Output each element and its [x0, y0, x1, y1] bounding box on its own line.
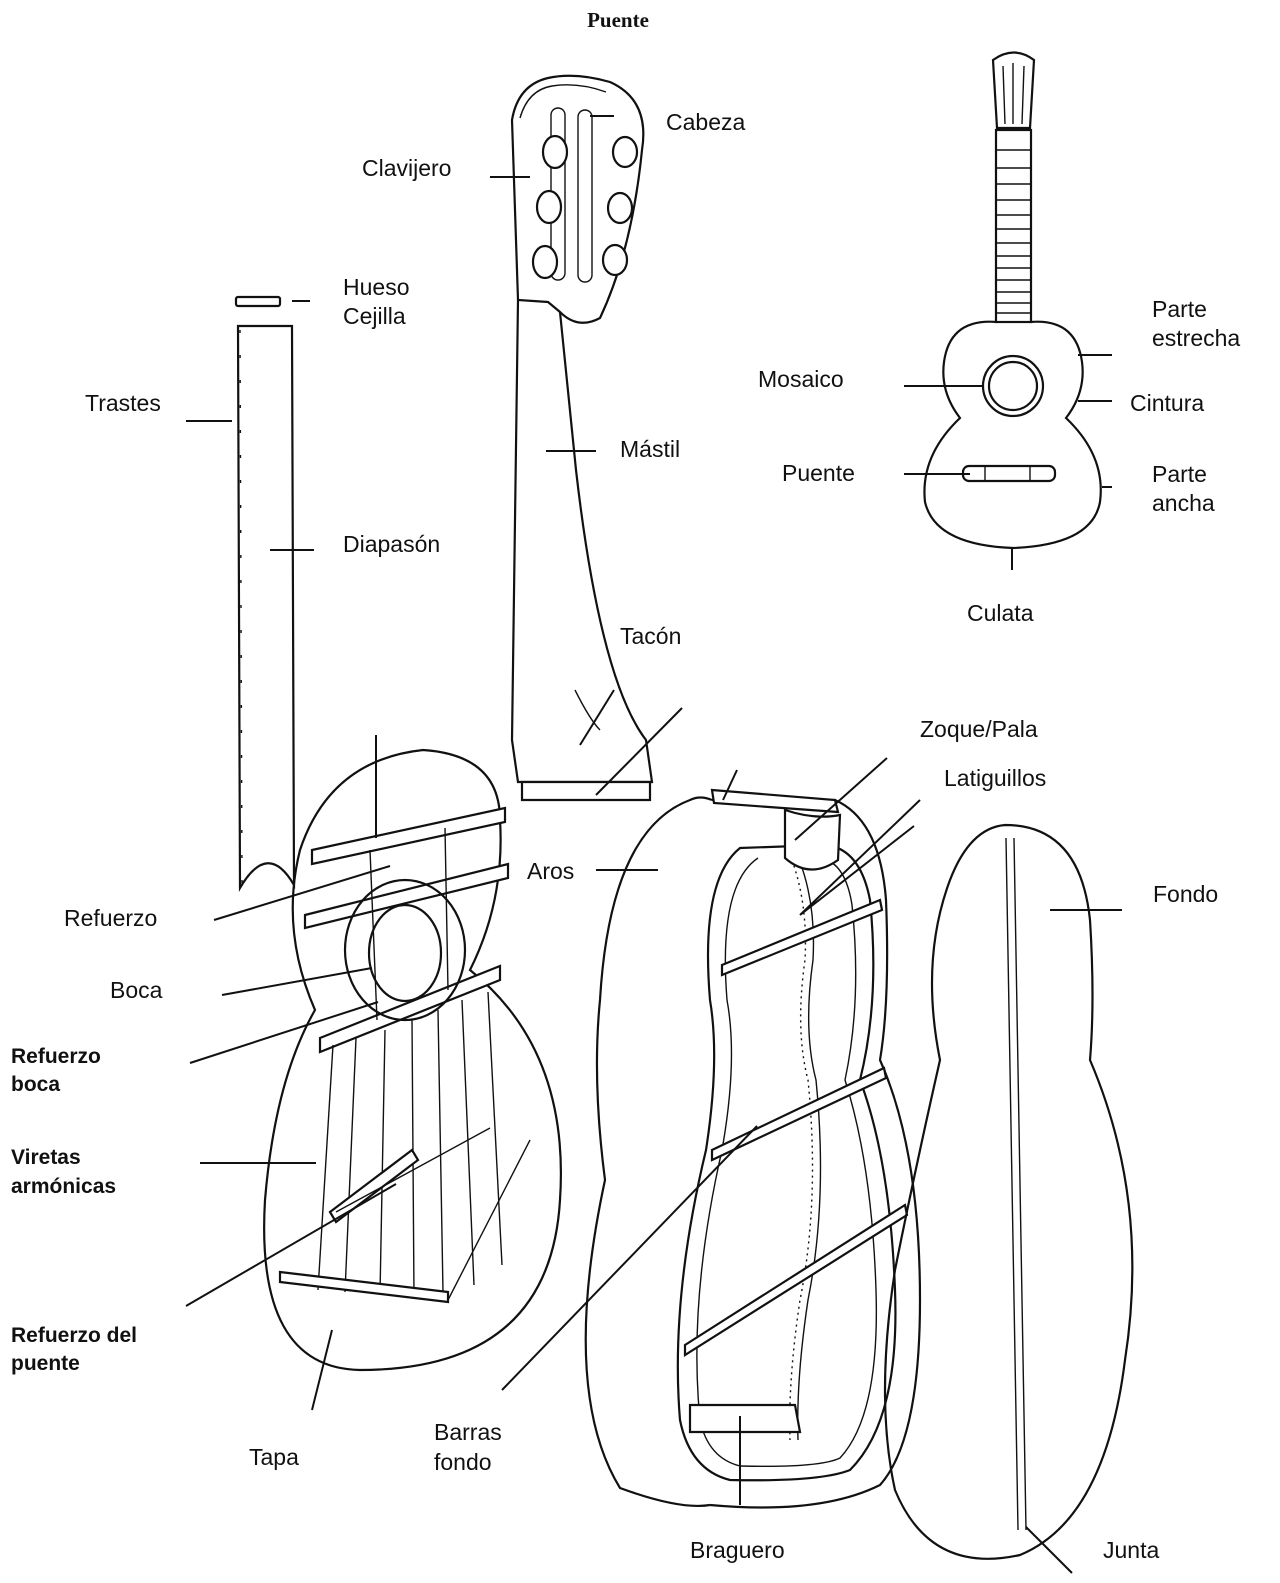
- label-parte-estrecha: Parte: [1152, 296, 1207, 322]
- label-parte-estrecha-2: estrecha: [1152, 325, 1240, 351]
- label-refuerzo: Refuerzo: [64, 905, 157, 931]
- label-braguero: Braguero: [690, 1537, 785, 1563]
- fingerboard-drawing: [236, 297, 294, 888]
- label-cabeza: Cabeza: [666, 109, 745, 135]
- label-parte-ancha: Parte: [1152, 461, 1207, 487]
- label-refuerzo-boca-2: boca: [11, 1073, 60, 1096]
- label-latiguillos: Latiguillos: [944, 765, 1046, 791]
- label-parte-ancha-2: ancha: [1152, 490, 1215, 516]
- top-drawing: [264, 750, 561, 1370]
- label-viretas: Viretas: [11, 1146, 81, 1169]
- label-aros: Aros: [527, 858, 574, 884]
- label-mosaico: Mosaico: [758, 366, 844, 392]
- label-barras-fondo: Barras: [434, 1419, 502, 1445]
- label-mastil: Mástil: [620, 436, 680, 462]
- label-culata: Culata: [967, 600, 1034, 626]
- label-junta: Junta: [1103, 1537, 1159, 1563]
- ribs-drawing: [586, 790, 920, 1508]
- label-refuerzo-boca: Refuerzo: [11, 1045, 101, 1068]
- label-clavijero: Clavijero: [362, 155, 451, 181]
- label-barras-fondo-2: fondo: [434, 1449, 492, 1475]
- back-drawing: [885, 825, 1132, 1559]
- page-title: Puente: [587, 8, 649, 32]
- label-zoque: Zoque/Pala: [920, 716, 1038, 742]
- label-cejilla: Cejilla: [343, 303, 406, 329]
- label-trastes: Trastes: [85, 390, 161, 416]
- leader-lines: [186, 116, 1122, 1573]
- label-tacon: Tacón: [620, 623, 681, 649]
- label-diapason: Diapasón: [343, 531, 440, 557]
- label-tapa: Tapa: [249, 1444, 299, 1470]
- label-refuerzo-puente: Refuerzo del: [11, 1324, 137, 1347]
- label-viretas-2: armónicas: [11, 1175, 116, 1198]
- label-puente: Puente: [782, 460, 855, 486]
- label-fondo: Fondo: [1153, 881, 1218, 907]
- label-cintura: Cintura: [1130, 390, 1204, 416]
- label-hueso: Hueso: [343, 274, 409, 300]
- label-refuerzo-puente-2: puente: [11, 1352, 80, 1375]
- part-labels: Cabeza Clavijero Hueso Cejilla Trastes M…: [11, 109, 1240, 1563]
- label-boca: Boca: [110, 977, 163, 1003]
